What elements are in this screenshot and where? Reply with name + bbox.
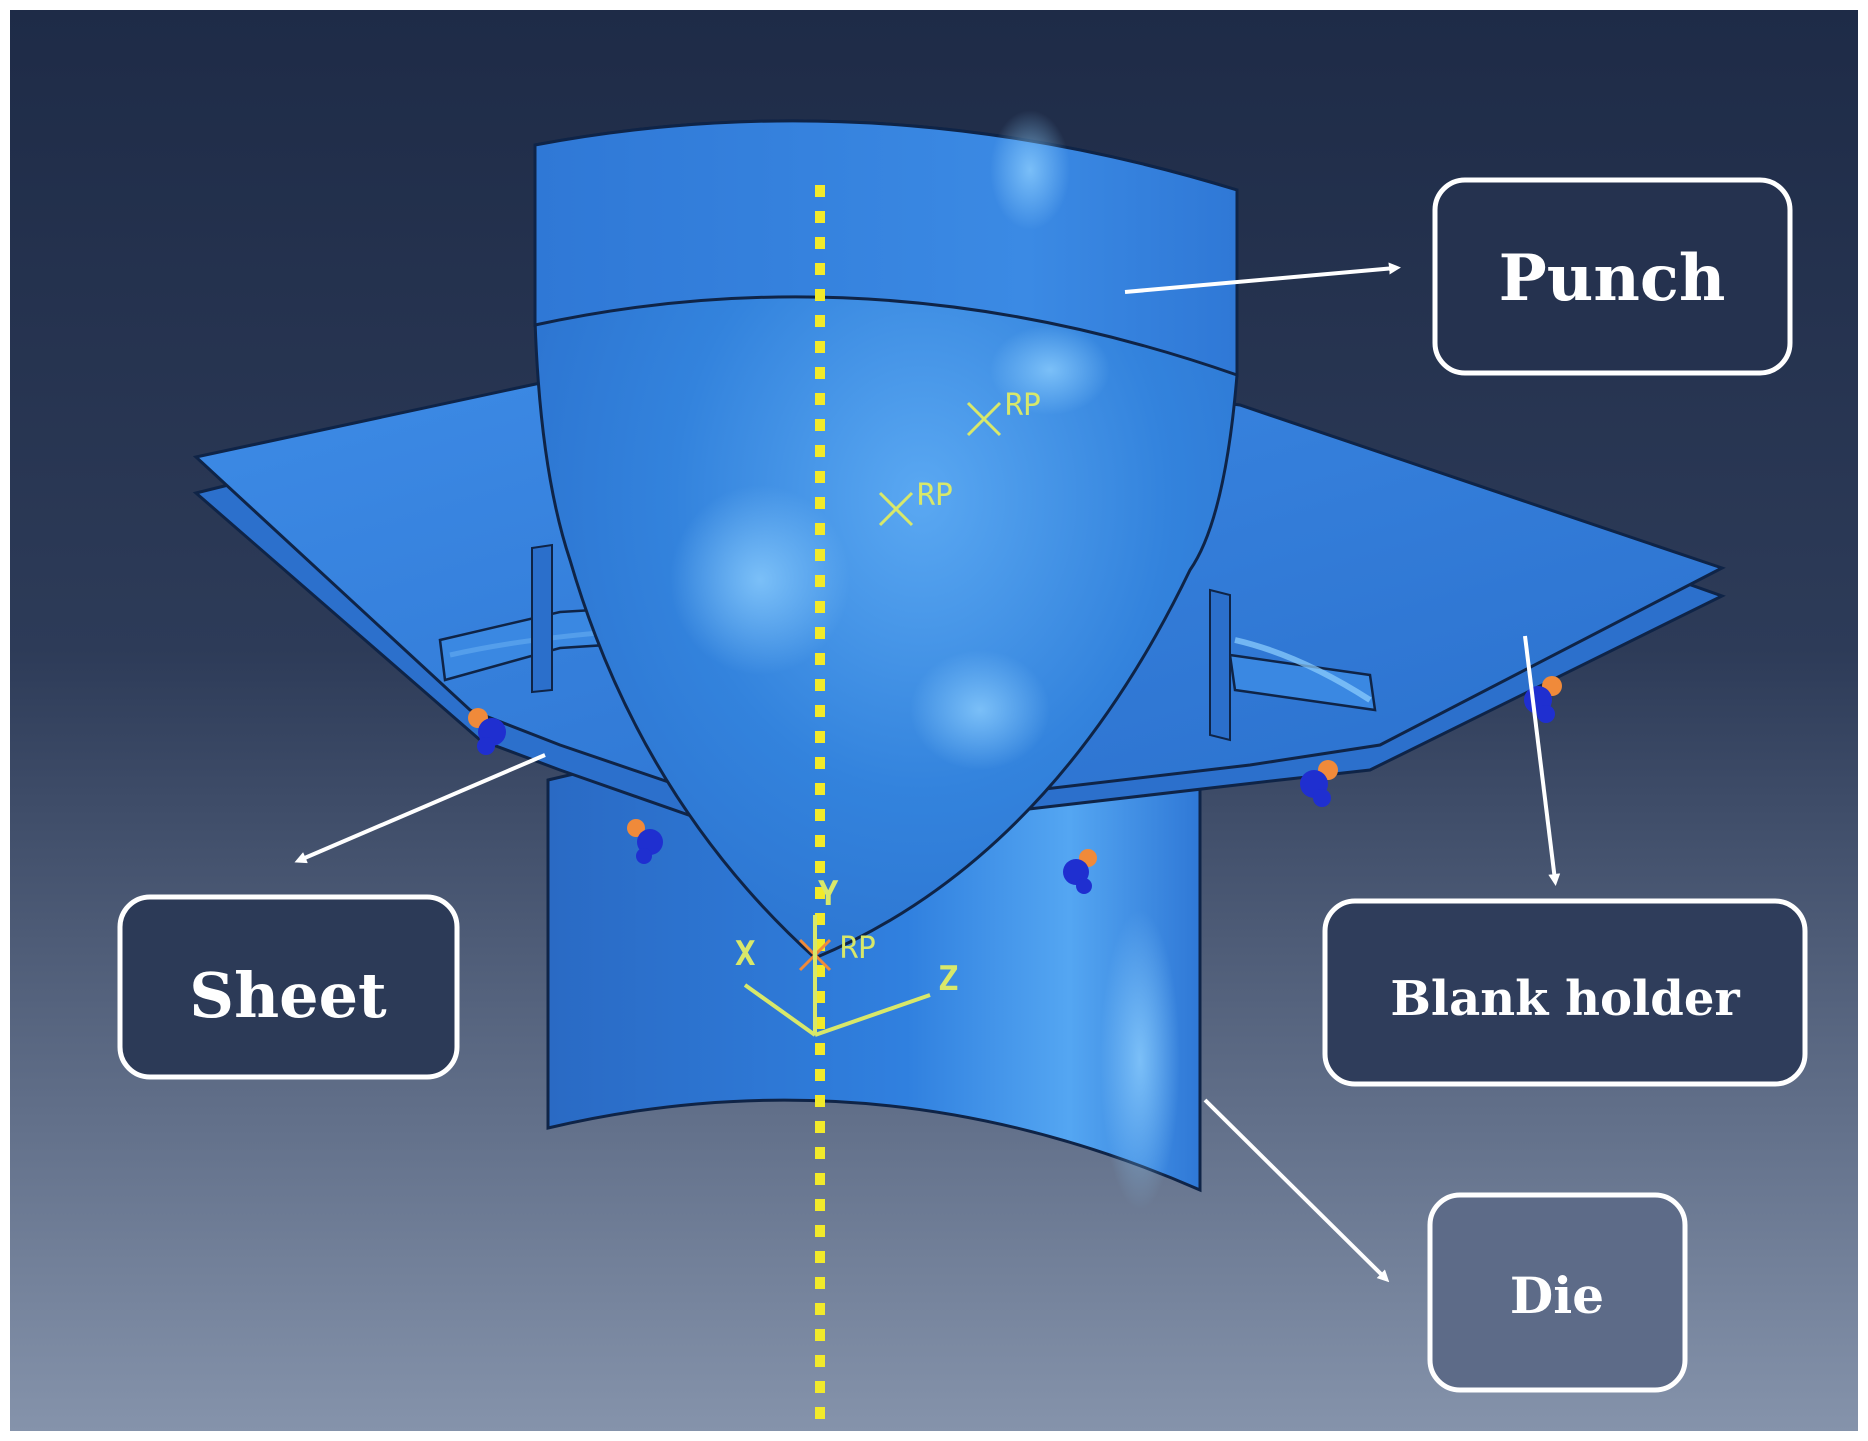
sheet-callout: Sheet [117,894,460,1080]
die-label: Die [1510,1266,1604,1325]
axis-label-y: Y [818,874,839,914]
punch-callout: Punch [1432,177,1793,376]
die-highlight [1100,910,1180,1210]
blank-holder-label: Blank holder [1390,971,1740,1027]
punch-arrow [1124,262,1401,294]
axis-label-z: Z [938,959,958,999]
rp-label: RP [840,931,876,966]
boundary-marker [1524,676,1562,723]
boundary-marker [468,708,506,755]
boundary-marker [627,819,663,864]
reference-point-1: RP [966,388,1041,437]
axis-label-x: X [735,934,756,974]
reference-point-3: RP [798,931,876,972]
boundary-marker [1300,760,1338,807]
sheet-label: Sheet [189,959,387,1032]
reference-point-2: RP [878,478,953,527]
coordinate-triad: Y X Z [735,874,958,1037]
draw-bead-right [1228,653,1377,712]
punch-highlight-3 [910,650,1050,770]
blank-holder-arrow [1523,635,1561,886]
die-tab-right [1209,588,1231,742]
sheet-arrow [294,753,546,864]
rp-label: RP [917,478,953,513]
punch-highlight-4 [990,110,1070,230]
punch-highlight-1 [990,325,1110,415]
bead-ridge-right [1234,637,1372,703]
boundary-marker [1063,849,1097,894]
die-tab-left [531,543,553,694]
blank-holder-callout: Blank holder [1322,898,1808,1087]
rp-label: RP [1005,388,1041,423]
punch-label: Punch [1499,241,1726,316]
die-callout: Die [1427,1192,1688,1393]
die-arrow [1203,1098,1390,1283]
punch-highlight-2 [670,485,850,675]
